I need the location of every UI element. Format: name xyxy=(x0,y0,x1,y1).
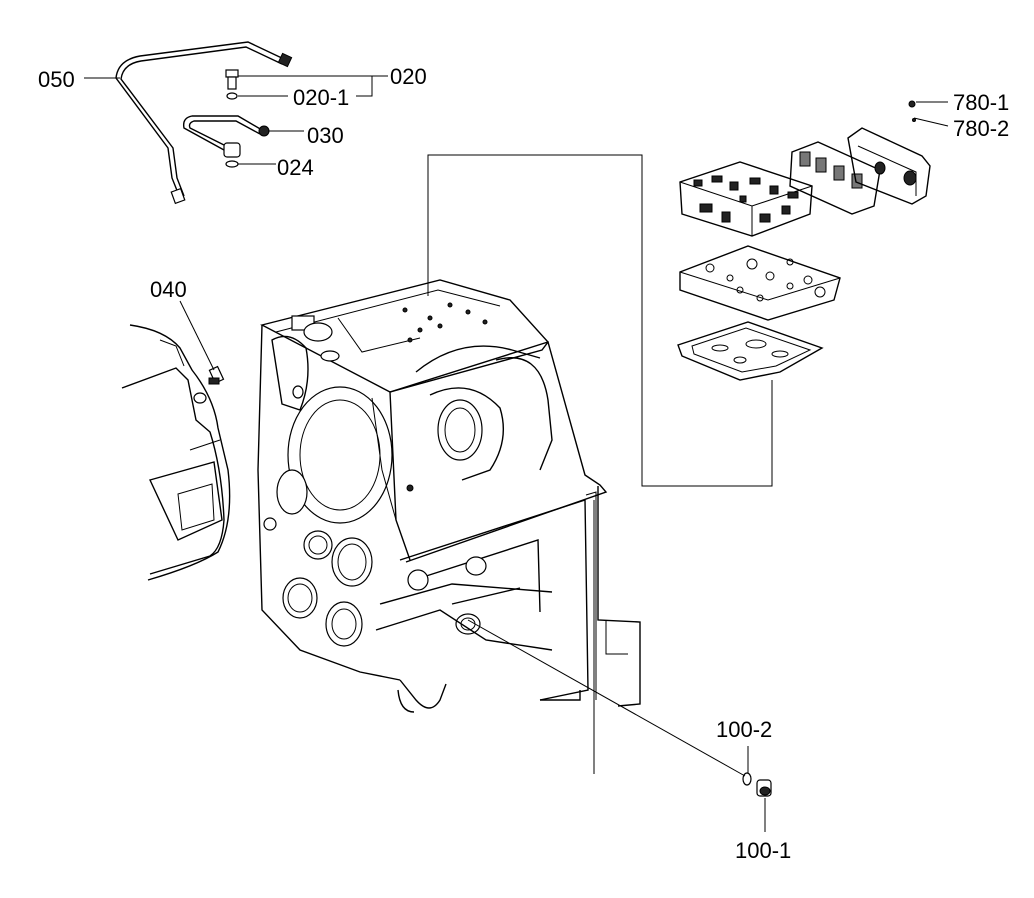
pipe-030-drawing xyxy=(182,115,270,168)
pipe-050-drawing xyxy=(115,41,293,205)
label-020-1: 020-1 xyxy=(293,85,349,110)
transmission-housing-drawing xyxy=(257,279,641,713)
plug-100-drawing xyxy=(742,772,772,797)
bolt-040-drawing xyxy=(208,365,225,385)
adjacent-housing-drawing xyxy=(121,324,231,581)
label-030: 030 xyxy=(307,123,344,148)
label-050: 050 xyxy=(38,67,75,92)
label-780-1: 780-1 xyxy=(953,90,1009,115)
callout-leaders xyxy=(84,75,949,832)
label-020: 020 xyxy=(390,64,427,89)
label-024: 024 xyxy=(277,155,314,180)
assembly-reference-lines xyxy=(427,154,773,777)
label-780-2: 780-2 xyxy=(953,116,1009,141)
label-100-2: 100-2 xyxy=(716,717,772,742)
banjo-bolt-020-drawing xyxy=(225,69,239,100)
label-040: 040 xyxy=(150,277,187,302)
label-100-1: 100-1 xyxy=(735,838,791,863)
control-valve-block-drawing xyxy=(677,100,931,381)
